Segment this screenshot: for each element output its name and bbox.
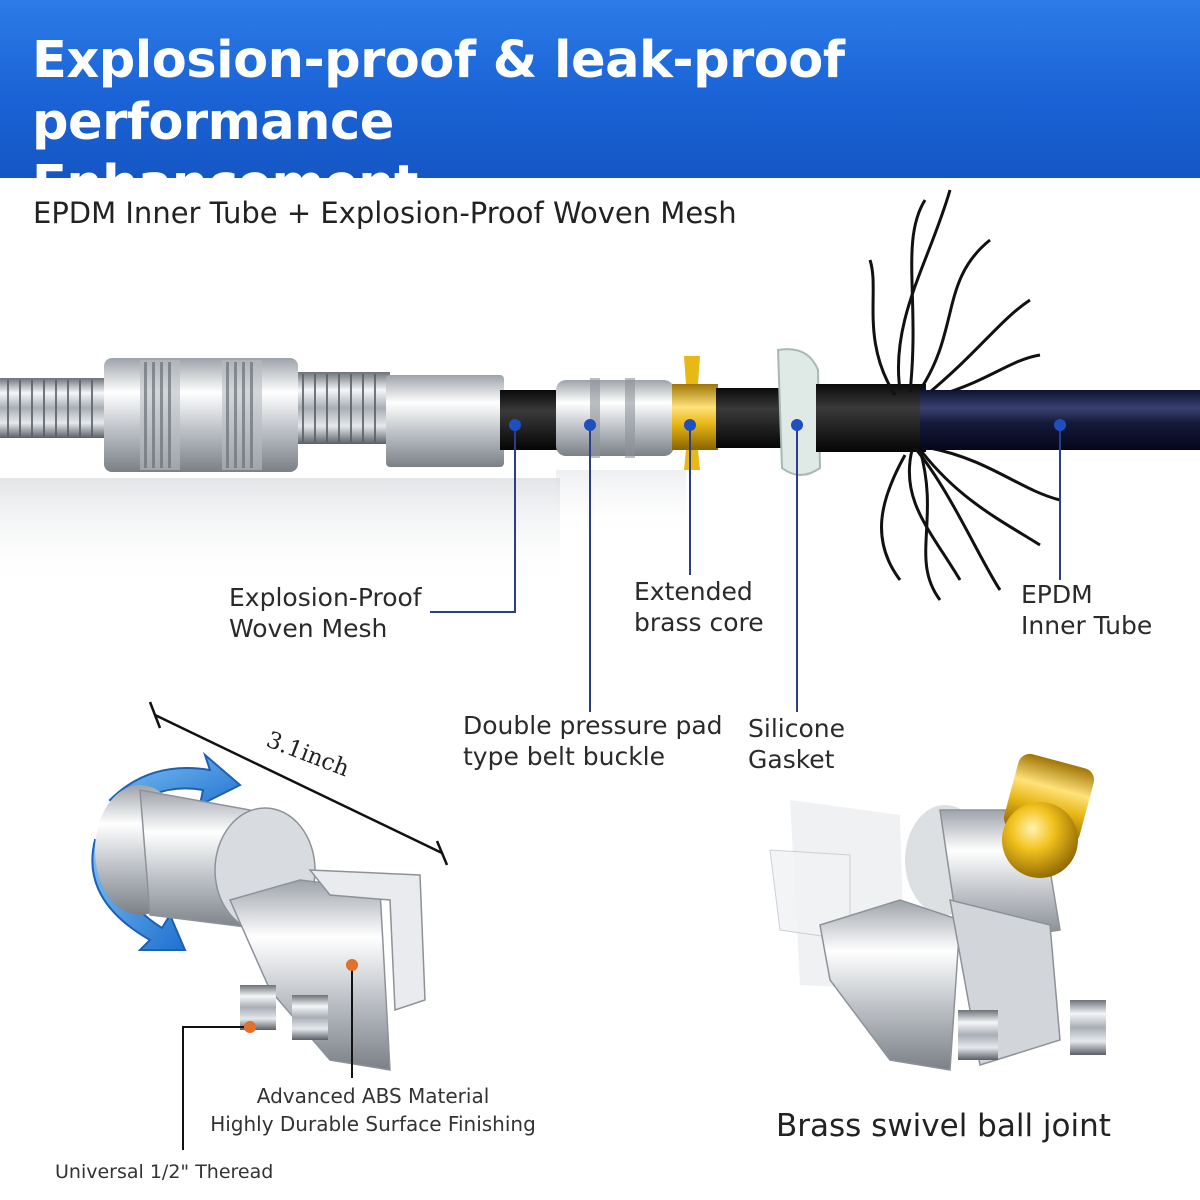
- label-abs-material: Advanced ABS Material Highly Durable Sur…: [208, 1082, 538, 1138]
- label-abs-line2: Highly Durable Surface Finishing: [210, 1112, 536, 1136]
- bracket-holder: [91, 701, 449, 1071]
- label-brass-core-line1: Extended: [634, 577, 753, 606]
- label-silicone-gasket: Silicone Gasket: [748, 713, 845, 775]
- woven-mesh-rear: [716, 388, 782, 448]
- pressure-pad-buckle: [556, 378, 674, 458]
- hose-reflection: [0, 478, 560, 588]
- label-abs-line1: Advanced ABS Material: [256, 1084, 490, 1108]
- title-banner: Explosion-proof & leak-proof performance…: [0, 0, 1200, 214]
- label-buckle-line2: type belt buckle: [463, 742, 666, 771]
- bracket-leaders: [182, 965, 353, 1150]
- label-epdm-line1: EPDM: [1021, 580, 1093, 609]
- banner-title: Explosion-proof & leak-proof performance…: [32, 30, 1200, 216]
- silicone-gasket: [776, 348, 822, 476]
- callout-dots: [509, 419, 1066, 431]
- hose-subtitle: EPDM Inner Tube + Explosion-Proof Woven …: [33, 196, 737, 230]
- label-woven-mesh: Explosion-Proof Woven Mesh: [229, 582, 422, 644]
- label-belt-buckle: Double pressure pad type belt buckle: [463, 710, 723, 772]
- brass-core: [672, 356, 718, 470]
- label-gasket-line2: Gasket: [748, 745, 835, 774]
- label-brass-core-line2: brass core: [634, 608, 764, 637]
- label-woven-mesh-line2: Woven Mesh: [229, 614, 388, 643]
- label-gasket-line1: Silicone: [748, 714, 845, 743]
- dimension-line: [154, 713, 443, 855]
- label-brass-core: Extended brass core: [634, 576, 764, 638]
- knurled-hex-nut: [104, 358, 298, 472]
- label-buckle-line1: Double pressure pad: [463, 711, 723, 740]
- stainless-spiral-hose: [0, 372, 390, 444]
- bracket-dots: [244, 959, 358, 1033]
- callout-leaders: [430, 425, 1061, 712]
- swivel-ball-joint: [769, 753, 1106, 1071]
- frayed-mesh: [816, 384, 926, 452]
- swivel-caption: Brass swivel ball joint: [776, 1108, 1111, 1144]
- hose-sleeve: [386, 375, 504, 467]
- label-universal-thread: Universal 1/2" Theread: [55, 1161, 274, 1183]
- label-woven-mesh-line1: Explosion-Proof: [229, 583, 422, 612]
- banner-title-line2: Enhancement: [32, 155, 418, 214]
- frayed-fibers: [868, 189, 1061, 601]
- banner-title-line1: Explosion-proof & leak-proof performance: [32, 31, 845, 152]
- label-epdm-line2: Inner Tube: [1021, 611, 1153, 640]
- label-epdm-tube: EPDM Inner Tube: [1021, 579, 1152, 641]
- woven-mesh-section: [500, 390, 562, 450]
- hose-assembly: [0, 189, 1200, 601]
